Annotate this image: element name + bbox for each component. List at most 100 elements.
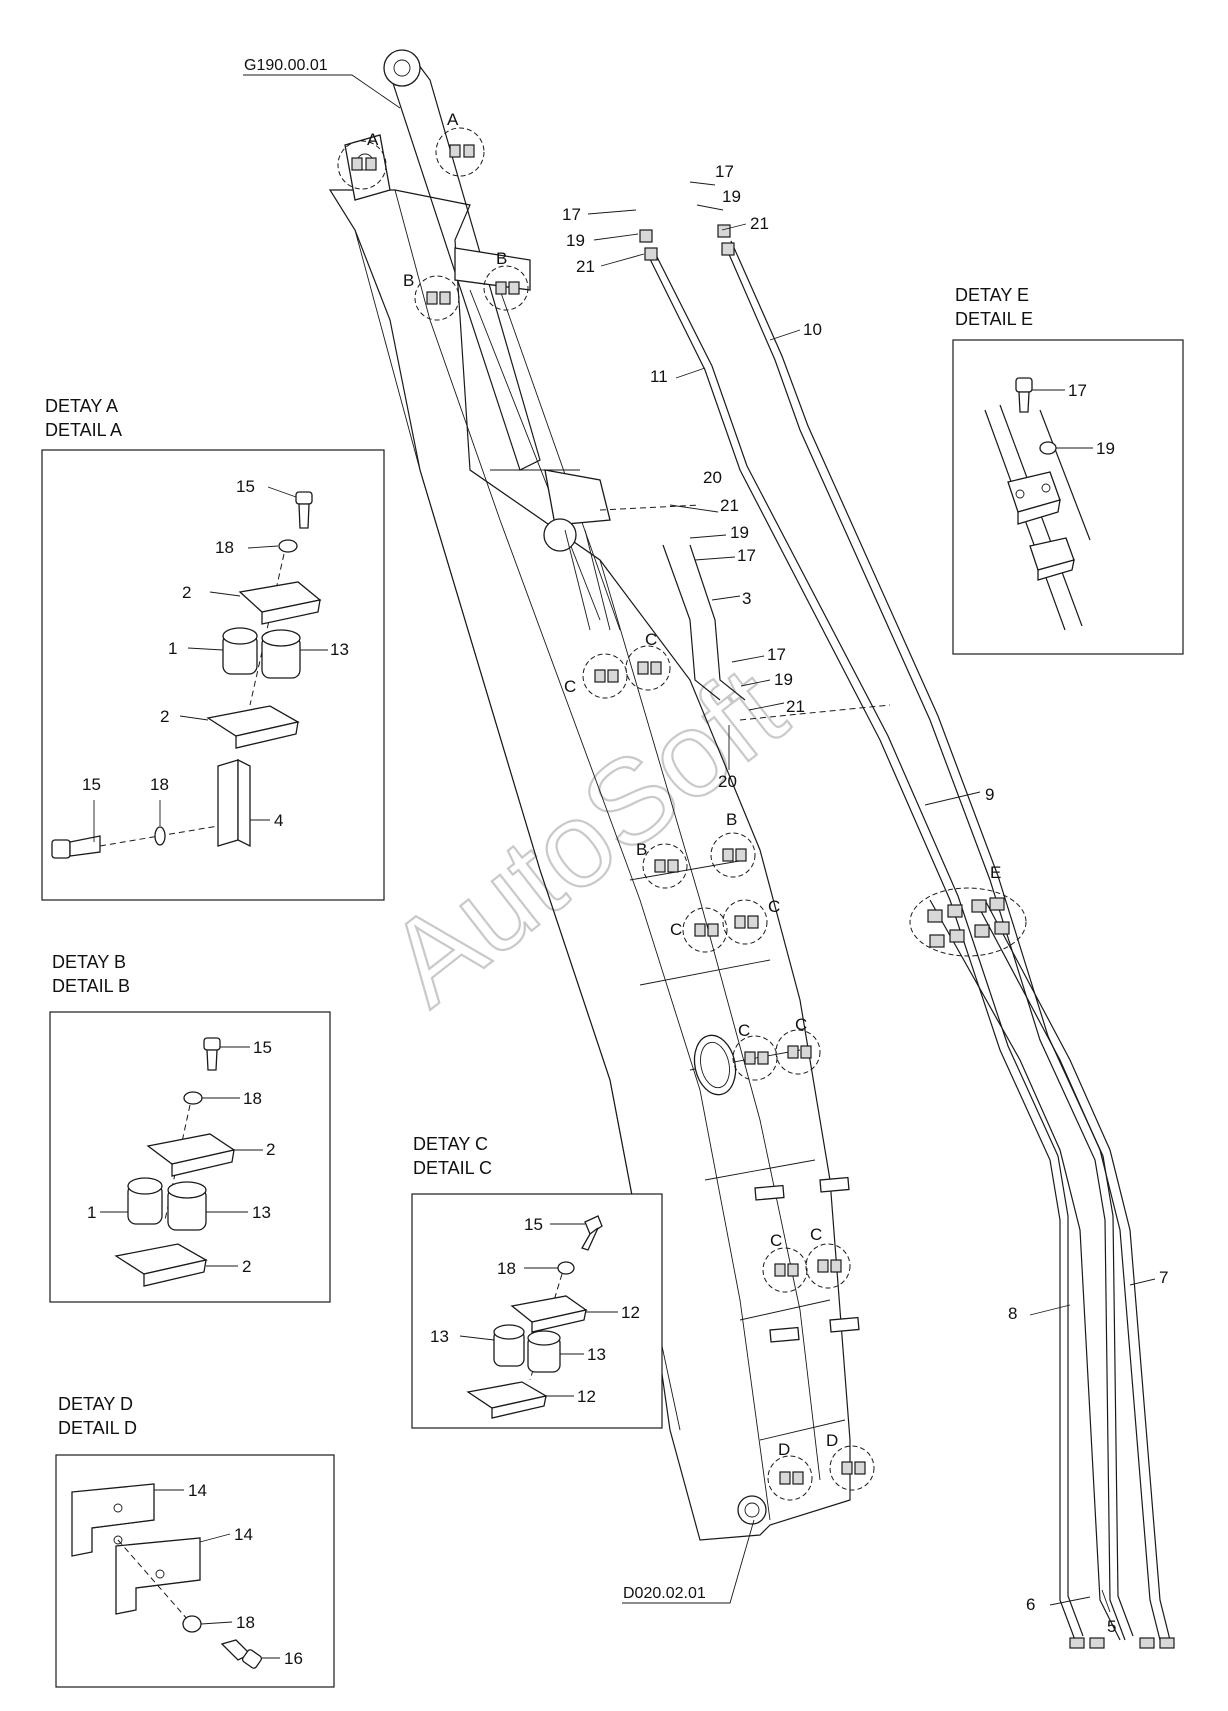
detail-d-18: 18 xyxy=(236,1613,255,1632)
detail-e-box xyxy=(952,339,1184,655)
detail-b-2-top: 2 xyxy=(266,1140,275,1159)
detail-b-13: 13 xyxy=(252,1203,271,1222)
detail-a-18-top: 18 xyxy=(215,538,234,557)
detail-e-panel: DETAY E DETAIL E 17 19 xyxy=(952,285,1184,655)
detail-d-14-top: 14 xyxy=(188,1481,207,1500)
detail-c-title-tr: DETAY C xyxy=(413,1134,488,1154)
callout-6: 6 xyxy=(1026,1595,1035,1614)
callout-17-b: 17 xyxy=(715,162,734,181)
detail-a-box xyxy=(41,449,385,901)
detail-d-16: 16 xyxy=(284,1649,303,1668)
callout-17-c: 17 xyxy=(737,546,756,565)
callout-5: 5 xyxy=(1107,1617,1116,1636)
letter-c-7: C xyxy=(770,1231,782,1250)
detail-a-1: 1 xyxy=(168,639,177,658)
callout-19-d: 19 xyxy=(774,670,793,689)
detail-c-12-top: 12 xyxy=(621,1303,640,1322)
clamp-d xyxy=(767,1445,875,1501)
letter-c-5: C xyxy=(738,1021,750,1040)
detail-a-2-bottom: 2 xyxy=(160,707,169,726)
clamp-c-bottom xyxy=(762,1243,851,1293)
hose-lines xyxy=(599,224,1175,1649)
detail-b-18: 18 xyxy=(243,1089,262,1108)
detail-a-15-top: 15 xyxy=(236,477,255,496)
detail-c-title-en: DETAIL C xyxy=(413,1158,492,1178)
ref-bottom: D020.02.01 xyxy=(623,1585,706,1602)
detail-a-4: 4 xyxy=(274,811,283,830)
callout-7: 7 xyxy=(1159,1268,1168,1287)
detail-b-15: 15 xyxy=(253,1038,272,1057)
detail-a-panel: DETAY A DETAIL A 15 18 2 1 13 2 xyxy=(41,396,385,901)
detail-c-18: 18 xyxy=(497,1259,516,1278)
callout-17-a: 17 xyxy=(562,205,581,224)
letter-a-left: A xyxy=(367,130,379,149)
callout-8: 8 xyxy=(1008,1304,1017,1323)
clamp-a-right xyxy=(435,127,485,177)
clamp-markers xyxy=(337,127,875,1501)
reference-codes: G190.00.01 D020.02.01 xyxy=(243,57,755,1604)
detail-b-title-en: DETAIL B xyxy=(52,976,130,996)
detail-a-13: 13 xyxy=(330,640,349,659)
letter-d-2: D xyxy=(826,1431,838,1450)
detail-b-title-tr: DETAY B xyxy=(52,952,126,972)
detail-e-17: 17 xyxy=(1068,381,1087,400)
letter-c-6: C xyxy=(795,1015,807,1034)
detail-d-title-en: DETAIL D xyxy=(58,1418,137,1438)
detail-e-title-en: DETAIL E xyxy=(955,309,1033,329)
letter-e: E xyxy=(990,863,1001,882)
main-letter-labels: A A B B C C B B C C C C C C D D E xyxy=(367,110,1001,1459)
callout-21-a: 21 xyxy=(576,257,595,276)
letter-b-mid-right: B xyxy=(726,810,737,829)
detail-e-title-tr: DETAY E xyxy=(955,285,1029,305)
detail-e-19: 19 xyxy=(1096,439,1115,458)
boom-cylinder xyxy=(344,49,621,631)
detail-d-panel: DETAY D DETAIL D 14 14 18 16 xyxy=(55,1394,335,1688)
letter-b-top-left: B xyxy=(403,271,414,290)
clamp-b-top-left xyxy=(414,275,460,321)
detail-c-13-right: 13 xyxy=(587,1345,606,1364)
callout-19-c: 19 xyxy=(730,523,749,542)
callout-9: 9 xyxy=(985,785,994,804)
detail-a-18-bottom: 18 xyxy=(150,775,169,794)
clamp-c-mid xyxy=(682,899,768,953)
detail-c-15: 15 xyxy=(524,1215,543,1234)
callout-20-b: 20 xyxy=(718,772,737,791)
letter-d-1: D xyxy=(778,1440,790,1459)
letter-c-2: C xyxy=(645,630,657,649)
main-part-callouts: 17 19 21 17 19 21 10 11 20 21 19 17 3 17… xyxy=(562,162,1168,1636)
detail-b-panel: DETAY B DETAIL B 15 18 2 1 13 2 xyxy=(49,952,331,1303)
detail-a-title-en: DETAIL A xyxy=(45,420,122,440)
callout-20-a: 20 xyxy=(703,468,722,487)
letter-c-8: C xyxy=(810,1225,822,1244)
detail-d-14-bottom: 14 xyxy=(234,1525,253,1544)
watermark: AutoSoft xyxy=(364,641,809,1030)
detail-b-1: 1 xyxy=(87,1203,96,1222)
letter-b-top-right: B xyxy=(496,249,507,268)
letter-c-1: C xyxy=(564,677,576,696)
clamp-b-top-right xyxy=(483,265,529,311)
clamp-a-left xyxy=(337,140,387,190)
detail-a-title-tr: DETAY A xyxy=(45,396,118,416)
callout-21-d: 21 xyxy=(786,697,805,716)
callout-10: 10 xyxy=(803,320,822,339)
detail-b-2-bottom: 2 xyxy=(242,1257,251,1276)
clamp-c-lower xyxy=(732,1029,821,1081)
callout-17-d: 17 xyxy=(767,645,786,664)
letter-c-4: C xyxy=(768,897,780,916)
detail-c-13-left: 13 xyxy=(430,1327,449,1346)
callout-21-c: 21 xyxy=(720,496,739,515)
detail-c-12-bottom: 12 xyxy=(577,1387,596,1406)
letter-c-3: C xyxy=(670,920,682,939)
fitting-cluster-e xyxy=(909,887,1027,957)
detail-d-title-tr: DETAY D xyxy=(58,1394,133,1414)
boom-arm xyxy=(328,189,860,1541)
letter-a-right: A xyxy=(447,110,459,129)
letter-b-mid-left: B xyxy=(636,840,647,859)
detail-a-2-top: 2 xyxy=(182,583,191,602)
clamp-c-upper xyxy=(582,645,671,699)
callout-3: 3 xyxy=(742,589,751,608)
callout-21-b: 21 xyxy=(750,214,769,233)
detail-a-15-bottom: 15 xyxy=(82,775,101,794)
